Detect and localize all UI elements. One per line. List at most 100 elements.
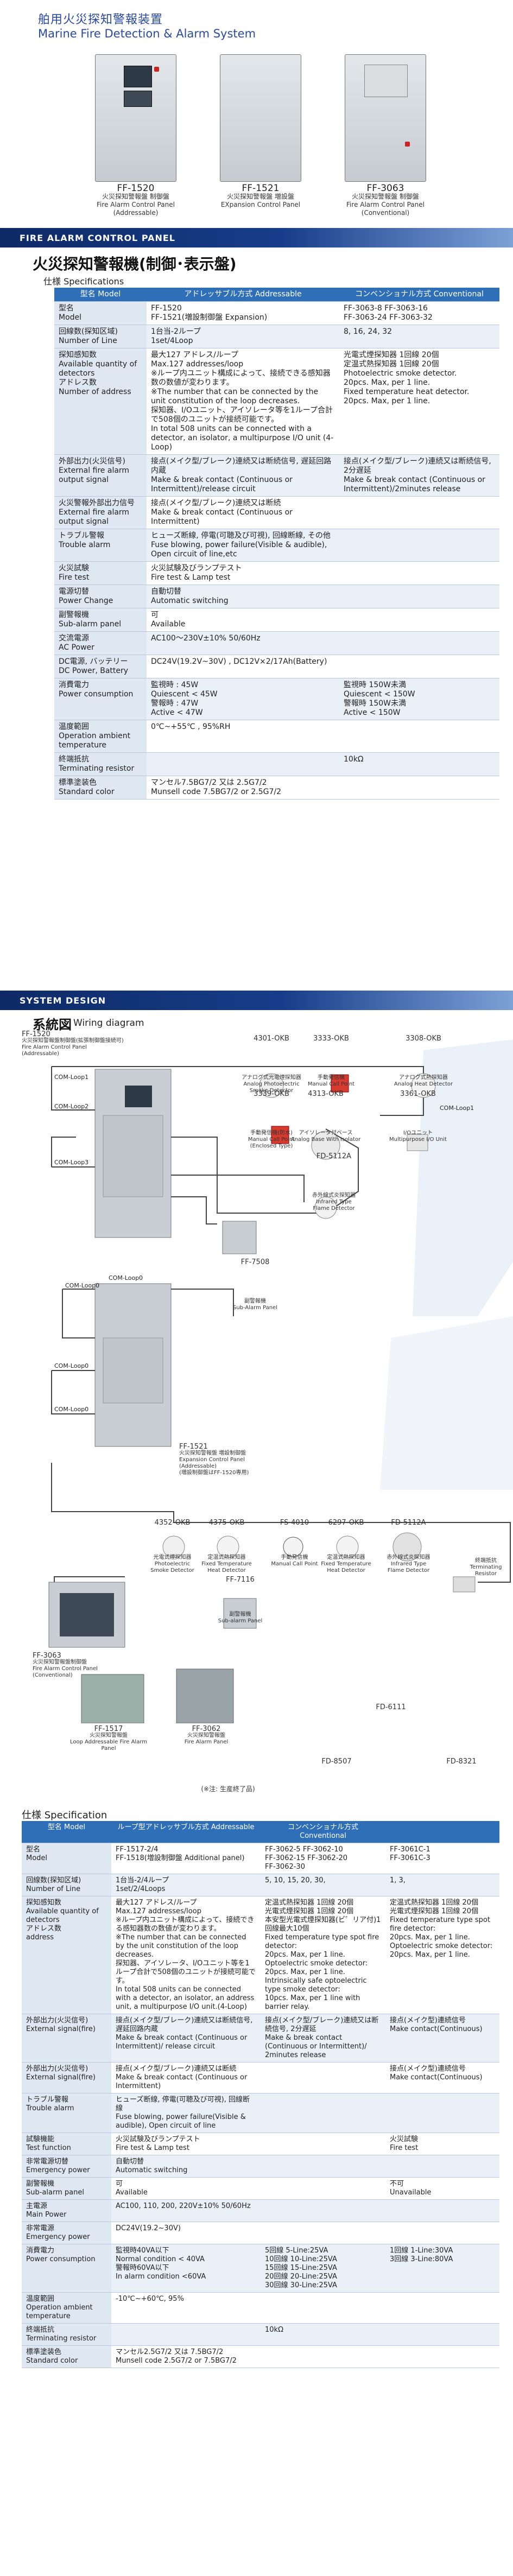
spec3-header-addressable: ループ型アドレッサブル方式 Addressable bbox=[111, 1821, 261, 1843]
spec1-conventional-cell bbox=[339, 585, 499, 608]
product-model: FF-3062 bbox=[192, 1725, 221, 1733]
spec1-addressable-cell: 自動切替 Automatic switching bbox=[147, 585, 339, 608]
spec3-cell-a: FF-1517-2/4 FF-1518(増設制御盤 Additional pan… bbox=[111, 1843, 261, 1874]
page-title-jp: 舶用火災探知警報装置 bbox=[38, 13, 163, 27]
spec1-addressable-cell: 可 Available bbox=[147, 608, 339, 632]
item-en: Available quantity of detectors アドレス数 Nu… bbox=[59, 360, 137, 396]
panel-image-ff3063 bbox=[345, 54, 426, 182]
loop-label: COM-Loop2 bbox=[54, 1103, 89, 1110]
spec3-cell-b bbox=[261, 2133, 385, 2155]
item-en: Power consumption bbox=[26, 2255, 96, 2263]
item-jp: 火災警報外部出力信号 bbox=[59, 499, 135, 507]
item-en: External signal(fire) bbox=[26, 2073, 96, 2082]
spec3-cell-a: 接点(メイク型/ブレーク)連続又は断続 Make & break contact… bbox=[111, 2062, 261, 2093]
product-en: Fire Alarm Panel bbox=[184, 1739, 229, 1745]
loop-label: COM-Loop0 bbox=[54, 1362, 89, 1369]
item-jp: 火災試験 bbox=[59, 564, 89, 573]
device-en: Fixed Temperature Heat Detector bbox=[321, 1561, 371, 1573]
device-jp: 手動発信機 bbox=[281, 1555, 308, 1560]
device-jp: アナログ式光電煙探知器 bbox=[242, 1075, 301, 1081]
item-jp: 外部出力(火災信号) bbox=[26, 2065, 88, 2073]
section-band-system-design: SYSTEM DESIGN bbox=[0, 991, 513, 1010]
item-jp: 消費電力 bbox=[59, 681, 89, 689]
spec1-item: 回線数(探知区域)Number of Line bbox=[54, 325, 147, 348]
spec3-cell-b: 5, 10, 15, 20, 30, bbox=[261, 1874, 385, 1896]
device-jp: 定温式熱探知器 bbox=[207, 1555, 246, 1560]
spec3-cell-b bbox=[261, 2292, 385, 2324]
spec3-cell-b bbox=[261, 2093, 385, 2133]
loop-label: COM-Loop0 bbox=[65, 1282, 100, 1289]
device-jp: I/Oユニット bbox=[403, 1130, 433, 1136]
item-en: Operation ambient temperature bbox=[26, 2304, 93, 2320]
spec3-cell-a: 監視時40VA以下 Normal condition < 40VA 警報時60V… bbox=[111, 2244, 261, 2293]
spec3-cell-b: 定温式熱探知器 1回線 20個 光電式煙探知器 1回線 20個 本安型光電式煙探… bbox=[261, 1896, 385, 2014]
device-jp: 副警報機 bbox=[229, 1611, 251, 1617]
item-en: Main Power bbox=[26, 2211, 67, 2219]
device-model: 6297-OKB bbox=[328, 1519, 364, 1527]
spec1-addressable-cell: 火災試験及びランプテスト Fire test & Lamp test bbox=[147, 561, 339, 585]
device-model: 4375-OKB bbox=[208, 1519, 245, 1527]
device-model: 3308-OKB bbox=[406, 1035, 441, 1043]
device-en: Analog Heat Detector bbox=[394, 1081, 453, 1087]
spec3-cell-c bbox=[385, 2345, 499, 2368]
device-jp: 副警報機 bbox=[244, 1298, 266, 1304]
page-title-en: Marine Fire Detection & Alarm System bbox=[38, 27, 256, 40]
device-jp: アナログ式熱探知器 bbox=[399, 1075, 448, 1081]
item-jp: 主電源 bbox=[26, 2202, 48, 2210]
product-jp: 火災探知警報盤 bbox=[187, 1733, 225, 1739]
spec3-cell-b bbox=[261, 2199, 385, 2222]
device-en: Analog Photoelectric Smoke Detector bbox=[243, 1081, 300, 1094]
spec3-cell-c bbox=[385, 2323, 499, 2346]
spec3-cell-b: 5回線 5-Line:25VA 10回線 10-Line:25VA 15回線 1… bbox=[261, 2244, 385, 2293]
item-jp: 交流電源 bbox=[59, 634, 89, 643]
spec3-header-conventional: コンベンショナル方式 Conventional bbox=[261, 1821, 385, 1843]
spec1-conventional-cell bbox=[339, 608, 499, 632]
spec3-cell-c: 火災試験 Fire test bbox=[385, 2133, 499, 2155]
spec3-cell-a: 接点(メイク型/ブレーク)連続又は断続信号, 遅延回路内蔵 Make & bre… bbox=[111, 2014, 261, 2063]
spec1-addressable-cell: 監視時 : 45W Quiescent < 45W 警報時 : 47W Acti… bbox=[147, 678, 339, 720]
item-en: Emergency power bbox=[26, 2233, 90, 2241]
item-en: External fire alarm output signal bbox=[59, 508, 130, 526]
item-jp: 回線数(探知区域) bbox=[26, 1876, 81, 1885]
product-jp: 火災探知警報盤 bbox=[90, 1733, 128, 1739]
item-en: Sub-alarm panel bbox=[59, 620, 122, 629]
item-jp: 消費電力 bbox=[26, 2247, 55, 2255]
panel-caption-ff1521: FF-1521 火災探知警報盤 増設盤 EXpansion Control Pa… bbox=[220, 183, 301, 209]
device-en: Multipurpose I/O Unit bbox=[389, 1137, 447, 1143]
spec3-cell-b: 10kΩ bbox=[261, 2323, 385, 2346]
spec3-cell-a: 最大127 アドレス/ループ Max.127 addresses/loop ※ル… bbox=[111, 1896, 261, 2014]
spec3-cell-c bbox=[385, 2222, 499, 2244]
item-en: External fire alarm output signal bbox=[59, 466, 130, 484]
item-jp: 副警報機 bbox=[59, 611, 89, 619]
section3-heading: 仕様 Specification bbox=[22, 1810, 107, 1821]
spec1-row: 外部出力(火災信号)External fire alarm output sig… bbox=[54, 454, 499, 497]
spec3-cell-a: DC24V(19.2~30V) bbox=[111, 2222, 261, 2244]
spec1-addressable-cell: 0℃~+55℃ , 95%RH bbox=[147, 720, 339, 753]
spec3-cell-c: 不可 Unavailable bbox=[385, 2177, 499, 2200]
spec3-cell-b: FF-3062-5 FF-3062-10 FF-3062-15 FF-3062-… bbox=[261, 1843, 385, 1874]
item-en: Terminating resistor bbox=[59, 764, 135, 773]
discontinued-note: (※注: 生産終了品) bbox=[201, 1785, 255, 1793]
